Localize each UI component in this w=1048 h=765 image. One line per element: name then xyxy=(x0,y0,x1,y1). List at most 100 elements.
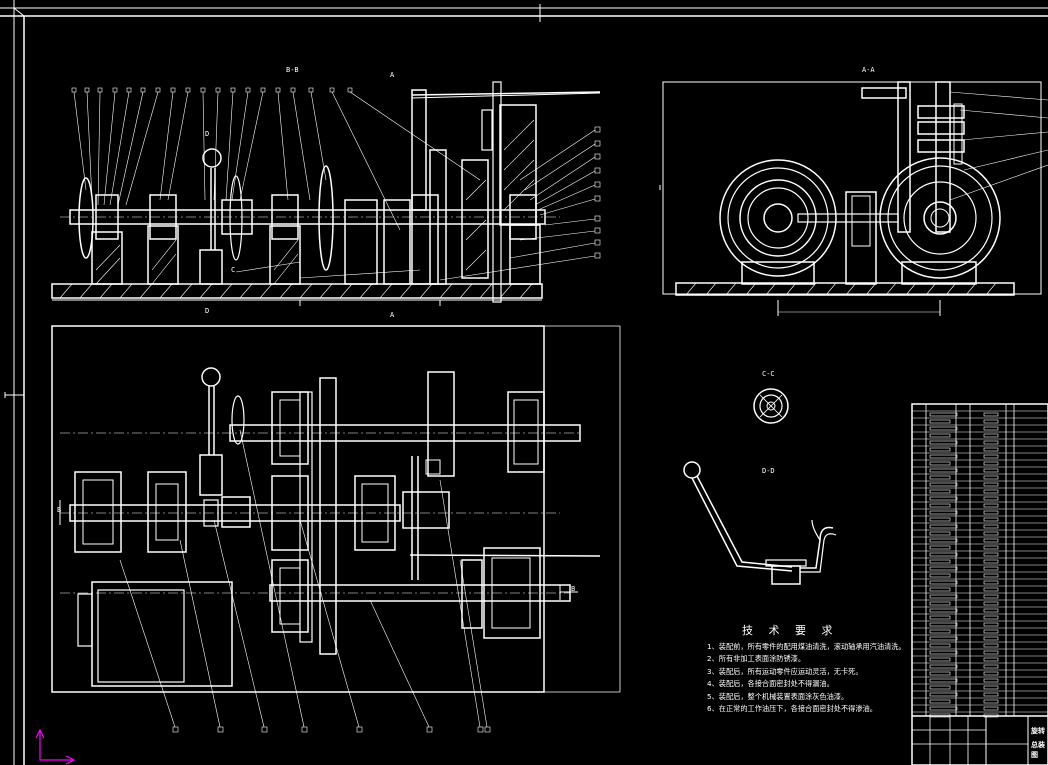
parts-list-entry-mark xyxy=(983,622,999,627)
parts-list-entry-mark xyxy=(983,419,999,424)
parts-list-entry-mark xyxy=(929,496,958,501)
parts-list-entry-mark xyxy=(983,496,999,501)
parts-list-entry-mark xyxy=(929,713,951,718)
parts-list-entry-mark xyxy=(929,587,951,592)
parts-list-entry-mark xyxy=(929,699,951,704)
section-mark-b-right: B xyxy=(571,585,576,593)
parts-list-entry-mark xyxy=(929,447,951,452)
section-mark-a-top: A xyxy=(390,71,395,79)
parts-list-entry-mark xyxy=(929,664,958,669)
tech-requirement-item: 4、装配后，各接合面密封处不得漏油。 xyxy=(707,679,834,689)
parts-list-entry-mark xyxy=(929,636,958,641)
parts-list-entry-mark xyxy=(929,552,958,557)
parts-list-entry-mark xyxy=(983,517,999,522)
parts-list-entry-mark xyxy=(983,657,999,662)
parts-list-entry-mark xyxy=(929,545,951,550)
parts-list-entry-mark xyxy=(983,636,999,641)
section-label-bb: B-B xyxy=(286,66,299,74)
parts-list-entry-mark xyxy=(983,447,999,452)
parts-list-entry-mark xyxy=(983,454,999,459)
parts-list-entry-mark xyxy=(929,678,958,683)
parts-list-entry-mark xyxy=(983,629,999,634)
parts-list-entry-mark xyxy=(983,678,999,683)
parts-list-entry-mark xyxy=(929,433,951,438)
tech-requirements-list: 1、装配前，所有零件的配用煤油清洗，滚动轴承用汽油清洗。 2、所有非加工表面涂防… xyxy=(707,641,906,715)
parts-list-entry-mark xyxy=(929,643,951,648)
section-mark-a-bottom: A xyxy=(390,311,395,319)
parts-list-entry-mark xyxy=(929,482,958,487)
parts-list-entry-mark xyxy=(929,650,958,655)
parts-list-rows xyxy=(912,410,1048,718)
bb-section-view xyxy=(51,81,601,306)
parts-list-entry-mark xyxy=(983,468,999,473)
title-block-subtitle: 总装图 xyxy=(1031,741,1045,759)
parts-list-entry-mark xyxy=(983,671,999,676)
parts-list-entry-mark xyxy=(983,713,999,718)
parts-list-entry-mark xyxy=(983,503,999,508)
parts-list-entry-mark xyxy=(983,412,999,417)
parts-list-entry-mark xyxy=(929,594,958,599)
parts-list-entry-mark xyxy=(929,426,958,431)
parts-list-entry-mark xyxy=(929,692,958,697)
parts-list-entry-mark xyxy=(929,524,958,529)
parts-list-entry-mark xyxy=(929,573,951,578)
parts-list-entry-mark xyxy=(983,566,999,571)
parts-list-entry-mark xyxy=(983,685,999,690)
parts-list-entry-mark xyxy=(983,545,999,550)
parts-list-entry-mark xyxy=(983,608,999,613)
parts-list-entry-mark xyxy=(983,524,999,529)
parts-list-entry-mark xyxy=(983,706,999,711)
parts-list-entry-mark xyxy=(929,615,951,620)
parts-list-entry-mark xyxy=(929,503,951,508)
parts-list-entry-mark xyxy=(983,594,999,599)
parts-list-entry-mark xyxy=(929,629,951,634)
parts-list-entry-mark xyxy=(929,538,958,543)
title-block xyxy=(911,403,1048,765)
parts-list-entry-mark xyxy=(929,468,958,473)
tech-requirement-item: 5、装配后，整个机械装置表面涂灰色油漆。 xyxy=(707,691,849,701)
section-label-dd: D-D xyxy=(762,467,775,475)
parts-list-entry-mark xyxy=(929,440,958,445)
section-mark-b-left: B xyxy=(57,506,62,514)
parts-list-entry-mark xyxy=(983,699,999,704)
parts-list-entry-mark xyxy=(983,440,999,445)
parts-list-entry-mark xyxy=(929,412,958,417)
parts-list-entry-mark xyxy=(983,426,999,431)
parts-list-entry-mark xyxy=(983,538,999,543)
parts-list-entry-mark xyxy=(929,419,951,424)
parts-list-entry-mark xyxy=(983,580,999,585)
ucs-icon xyxy=(35,728,76,765)
section-mark-c: C xyxy=(231,266,236,274)
parts-list-entry-mark xyxy=(983,664,999,669)
parts-list-entry-mark xyxy=(929,657,951,662)
title-block-name: 旋转 xyxy=(1031,727,1045,735)
section-mark-d-bottom: D xyxy=(205,307,210,315)
parts-list-entry-mark xyxy=(929,461,951,466)
parts-list-entry-mark xyxy=(929,580,958,585)
parts-list-entry-mark xyxy=(929,559,951,564)
parts-list-entry-mark xyxy=(983,615,999,620)
parts-list-entry-mark xyxy=(929,489,951,494)
section-mark-d-top: D xyxy=(205,130,210,138)
parts-list-entry-mark xyxy=(929,706,958,711)
parts-list-entry-mark xyxy=(983,601,999,606)
parts-list-entry-mark xyxy=(983,461,999,466)
tech-requirement-item: 3、装配后，所有运动零件应运动灵活，无卡死。 xyxy=(707,666,863,676)
parts-list-entry-mark xyxy=(929,531,951,536)
parts-list-entry-mark xyxy=(929,622,958,627)
parts-list-entry-mark xyxy=(929,608,958,613)
parts-list-entry-mark xyxy=(983,531,999,536)
parts-list-entry-mark xyxy=(983,482,999,487)
tech-requirements-title: 技 术 要 求 xyxy=(742,624,839,637)
parts-list-entry-mark xyxy=(983,433,999,438)
bb-balloon-leaders xyxy=(71,87,601,281)
dd-lever-view xyxy=(683,461,837,585)
aa-section-view xyxy=(659,81,1048,316)
parts-list-entry-mark xyxy=(929,685,951,690)
parts-list-entry-mark xyxy=(983,510,999,515)
parts-list-entry-mark xyxy=(983,489,999,494)
parts-list-entry-mark xyxy=(983,650,999,655)
parts-list-entry-mark xyxy=(983,587,999,592)
